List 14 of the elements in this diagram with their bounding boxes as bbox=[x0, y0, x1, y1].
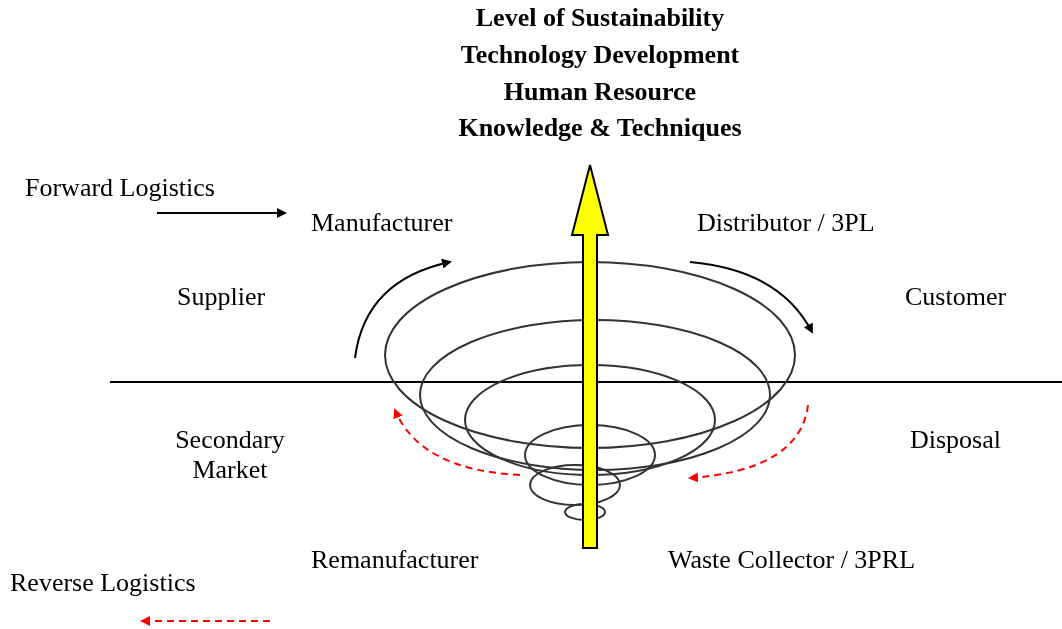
legend-label: Forward Logistics bbox=[25, 173, 215, 203]
role-label: Supplier bbox=[177, 282, 266, 312]
heading: Level of Sustainability bbox=[474, 3, 726, 33]
role-label: Disposal bbox=[910, 425, 1001, 455]
heading: Knowledge & Techniques bbox=[457, 113, 743, 143]
legend-label: Reverse Logistics bbox=[10, 568, 196, 598]
role-label: Remanufacturer bbox=[311, 545, 479, 575]
heading: Technology Development bbox=[459, 40, 741, 70]
role-label: Manufacturer bbox=[311, 208, 453, 238]
role-label: Secondary Market bbox=[174, 425, 286, 485]
role-label: Waste Collector / 3PRL bbox=[668, 545, 916, 575]
role-label: Customer bbox=[905, 282, 1007, 312]
role-label: Distributor / 3PL bbox=[697, 208, 875, 238]
heading: Human Resource bbox=[502, 77, 698, 107]
